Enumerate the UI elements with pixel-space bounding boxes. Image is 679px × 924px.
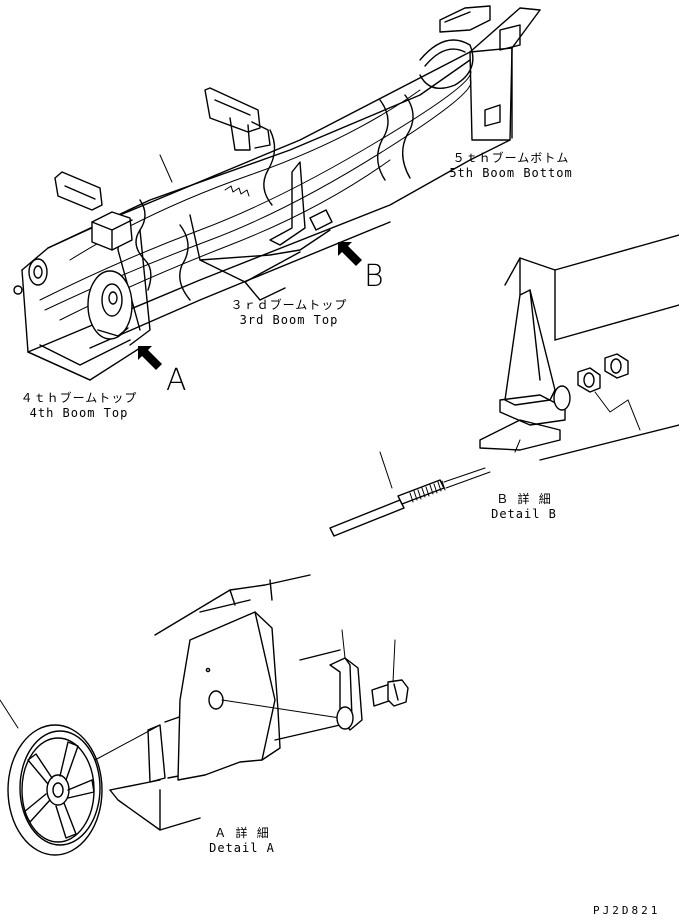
label-4th-boom-top: ４ｔｈブームトップ 4th Boom Top xyxy=(14,391,144,421)
detail-a-drawing xyxy=(0,574,409,856)
label-3rd-boom-top-en: 3rd Boom Top xyxy=(239,313,339,327)
arrow-a-icon xyxy=(138,346,162,370)
label-detail-a: Ａ 詳 細 Detail A xyxy=(202,826,282,856)
label-5th-boom-bottom-en: 5th Boom Bottom xyxy=(449,166,573,180)
label-detail-a-jp: Ａ 詳 細 xyxy=(214,826,270,840)
detail-b-drawing xyxy=(329,234,679,537)
drawing-code: PJ2D821 xyxy=(593,904,661,917)
callout-b: B xyxy=(364,259,384,294)
label-4th-boom-top-jp: ４ｔｈブームトップ xyxy=(20,391,138,405)
callout-a: A xyxy=(166,363,187,398)
label-5th-boom-bottom: ５ｔｈブームボトム 5th Boom Bottom xyxy=(436,151,586,181)
label-5th-boom-bottom-jp: ５ｔｈブームボトム xyxy=(452,151,570,165)
boom-assembly xyxy=(13,5,541,381)
label-4th-boom-top-en: 4th Boom Top xyxy=(29,406,129,420)
label-detail-a-en: Detail A xyxy=(209,841,275,855)
label-detail-b-jp: Ｂ 詳 細 xyxy=(496,492,552,506)
label-detail-b-en: Detail B xyxy=(491,507,557,521)
label-3rd-boom-top-jp: ３ｒｄブームトップ xyxy=(230,298,348,312)
label-detail-b: Ｂ 詳 細 Detail B xyxy=(484,492,564,522)
label-3rd-boom-top: ３ｒｄブームトップ 3rd Boom Top xyxy=(224,298,354,328)
arrow-b-icon xyxy=(338,242,362,266)
